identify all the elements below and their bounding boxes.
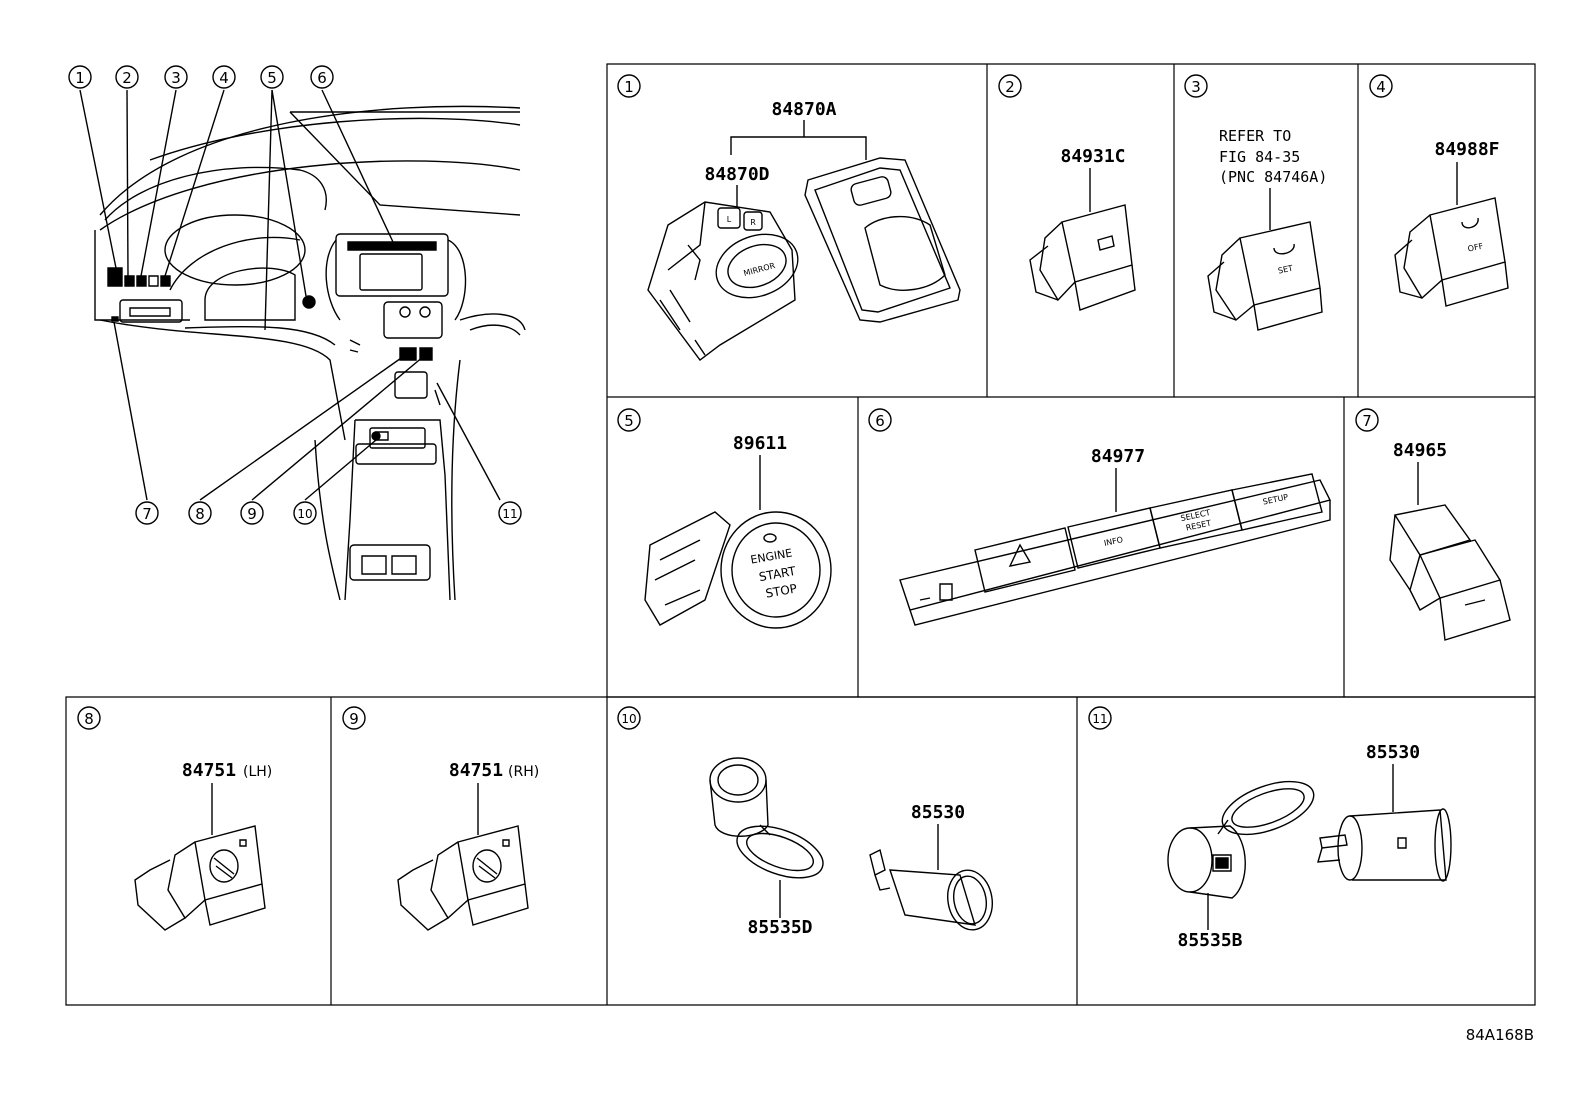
dashboard-overview: [95, 106, 525, 600]
panel-6-number: 6: [875, 412, 885, 430]
panel-4-number: 4: [1376, 78, 1386, 96]
refer-line-3: (PNC 84746A): [1219, 168, 1327, 186]
callout-1: 1: [75, 69, 85, 87]
mirror-label: MIRROR: [743, 261, 777, 278]
part-84965: 84965: [1393, 440, 1447, 461]
refer-line-2: FIG 84-35: [1219, 148, 1300, 166]
panel-3-number: 3: [1191, 78, 1201, 96]
part-84751-rh: 84751: [449, 760, 503, 781]
cigar-lighter-b-illustration: [1318, 809, 1451, 881]
panel-7: 7 84965: [1356, 409, 1510, 640]
panel-11-number: 11: [1092, 712, 1107, 726]
stop-label: STOP: [765, 581, 799, 600]
r-label: R: [750, 218, 756, 227]
callout-5: 5: [267, 69, 277, 87]
panel-2-number: 2: [1005, 78, 1015, 96]
part-85530-a: 85530: [911, 802, 965, 823]
seat-heater-rh-illustration: [398, 826, 528, 930]
panel-1: 1 84870A 84870D MIRROR L R: [618, 75, 960, 360]
callout-4: 4: [219, 69, 229, 87]
switch-84988F-illustration: OFF: [1395, 198, 1508, 306]
switch-84965-illustration: [1390, 505, 1510, 640]
panel-grid: [66, 64, 1535, 1005]
callout-7: 7: [142, 505, 152, 523]
panel-11: 11 85535B 85530: [1089, 707, 1451, 951]
panel-9-number: 9: [349, 710, 359, 728]
cigar-lighter-a-illustration: [870, 850, 997, 933]
panel-10: 10 85535D 85530: [618, 707, 997, 938]
panel-2: 2 84931C: [999, 75, 1135, 310]
callout-9: 9: [247, 505, 257, 523]
part-85535B: 85535B: [1177, 930, 1242, 951]
part-89611: 89611: [733, 433, 787, 454]
panel-8: 8 84751 (LH): [78, 707, 272, 930]
panel-7-number: 7: [1362, 412, 1372, 430]
rh-label: (RH): [508, 764, 539, 780]
panel-9: 9 84751 (RH): [343, 707, 539, 930]
socket-85535B-illustration: [1168, 771, 1321, 898]
refer-line-1: REFER TO: [1219, 127, 1291, 145]
figure-code: 84A168B: [1466, 1026, 1534, 1044]
panel-6: 6 84977 INFO SELECT RESET SETUP: [869, 409, 1330, 625]
panel-5-number: 5: [624, 412, 634, 430]
seat-heater-lh-illustration: [135, 826, 265, 930]
mirror-switch-illustration: MIRROR L R: [648, 202, 807, 360]
setup-button-label: SETUP: [1262, 492, 1289, 506]
callout-8: 8: [195, 505, 205, 523]
panel-4: 4 84988F OFF: [1370, 75, 1508, 306]
panel-10-number: 10: [621, 712, 636, 726]
overview-callouts: 1 2 3 4 5 6 7 8 9 10 11: [69, 66, 521, 524]
panel-3: 3 REFER TO FIG 84-35 (PNC 84746A) SET: [1185, 75, 1327, 330]
callout-10: 10: [297, 507, 312, 521]
part-84870D: 84870D: [704, 164, 769, 185]
part-84870A: 84870A: [771, 99, 836, 120]
l-label: L: [727, 215, 732, 224]
info-button-label: INFO: [1103, 535, 1124, 548]
callout-11: 11: [502, 507, 517, 521]
panel-1-number: 1: [624, 78, 634, 96]
panel-5: 5 89611 ENGINE START STOP: [618, 409, 831, 628]
part-84931C: 84931C: [1060, 146, 1125, 167]
set-switch-illustration: SET: [1208, 222, 1322, 330]
part-85530-b: 85530: [1366, 742, 1420, 763]
lh-label: (LH): [243, 764, 272, 780]
callout-6: 6: [317, 69, 327, 87]
engine-start-illustration: ENGINE START STOP: [645, 512, 831, 628]
part-84988F: 84988F: [1434, 139, 1499, 160]
callout-2: 2: [122, 69, 132, 87]
part-84977: 84977: [1091, 446, 1145, 467]
switch-strip-illustration: INFO SELECT RESET SETUP: [900, 474, 1330, 625]
off-label: OFF: [1467, 241, 1484, 253]
set-label: SET: [1277, 264, 1294, 276]
overview-leaders: [80, 90, 500, 500]
engine-label: ENGINE: [750, 546, 794, 566]
panel-8-number: 8: [84, 710, 94, 728]
callout-3: 3: [171, 69, 181, 87]
start-label: START: [758, 564, 798, 584]
socket-85535D-illustration: [710, 758, 830, 888]
mirror-bezel-illustration: [805, 158, 960, 322]
part-84751-lh: 84751: [182, 760, 236, 781]
part-85535D: 85535D: [747, 917, 812, 938]
switch-84931C-illustration: [1030, 205, 1135, 310]
